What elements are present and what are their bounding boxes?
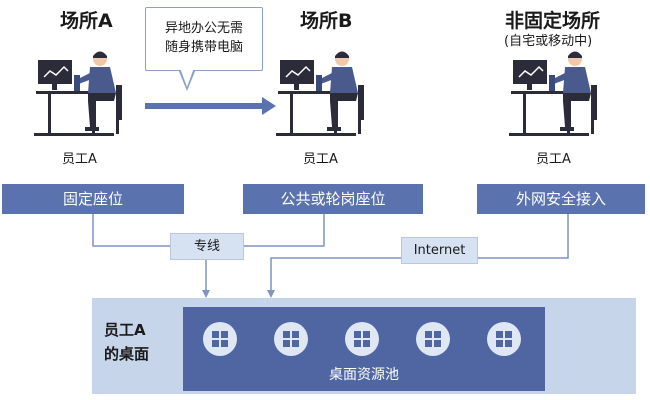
windows-icon [496,331,512,347]
site-c-title: 非固定场所 [505,10,601,32]
internet-label: Internet [401,237,478,264]
pool-owner-label: 员工A 的桌面 [104,318,149,366]
windows-icon [354,331,370,347]
virtual-desktop-3 [345,322,379,356]
site-c-employee: 员工A [536,152,571,167]
seat-external: 外网安全接入 [477,184,645,214]
workstation-a-illustration [34,51,122,136]
site-b-employee: 员工A [303,152,338,167]
seat-fixed: 固定座位 [2,184,184,214]
workstation-c-illustration [509,51,597,136]
pool-owner-line-2: 的桌面 [104,345,150,363]
site-a-title: 场所A [60,10,113,32]
virtual-desktop-4 [416,322,450,356]
windows-icon [212,331,228,347]
dedicated-line-label: 专线 [170,233,244,260]
workstation-b-illustration [276,51,364,136]
callout-bubble: 异地办公无需 随身携带电脑 [145,7,263,71]
desktop-pool-name: 桌面资源池 [329,367,399,383]
callout-line-1: 异地办公无需 [164,21,243,36]
site-c-subtitle: (自宅或移动中) [504,34,593,49]
site-b-title: 场所B [300,10,353,32]
virtual-desktop-5 [487,322,521,356]
windows-icon [283,331,299,347]
seat-shared: 公共或轮岗座位 [243,184,423,214]
site-a-employee: 员工A [62,152,97,167]
callout-line-2: 随身携带电脑 [164,40,243,55]
virtual-desktop-1 [203,322,237,356]
virtual-desktop-2 [274,322,308,356]
callout-tail-fill [180,68,194,87]
windows-icon [425,331,441,347]
pool-owner-line-1: 员工A [104,321,146,339]
